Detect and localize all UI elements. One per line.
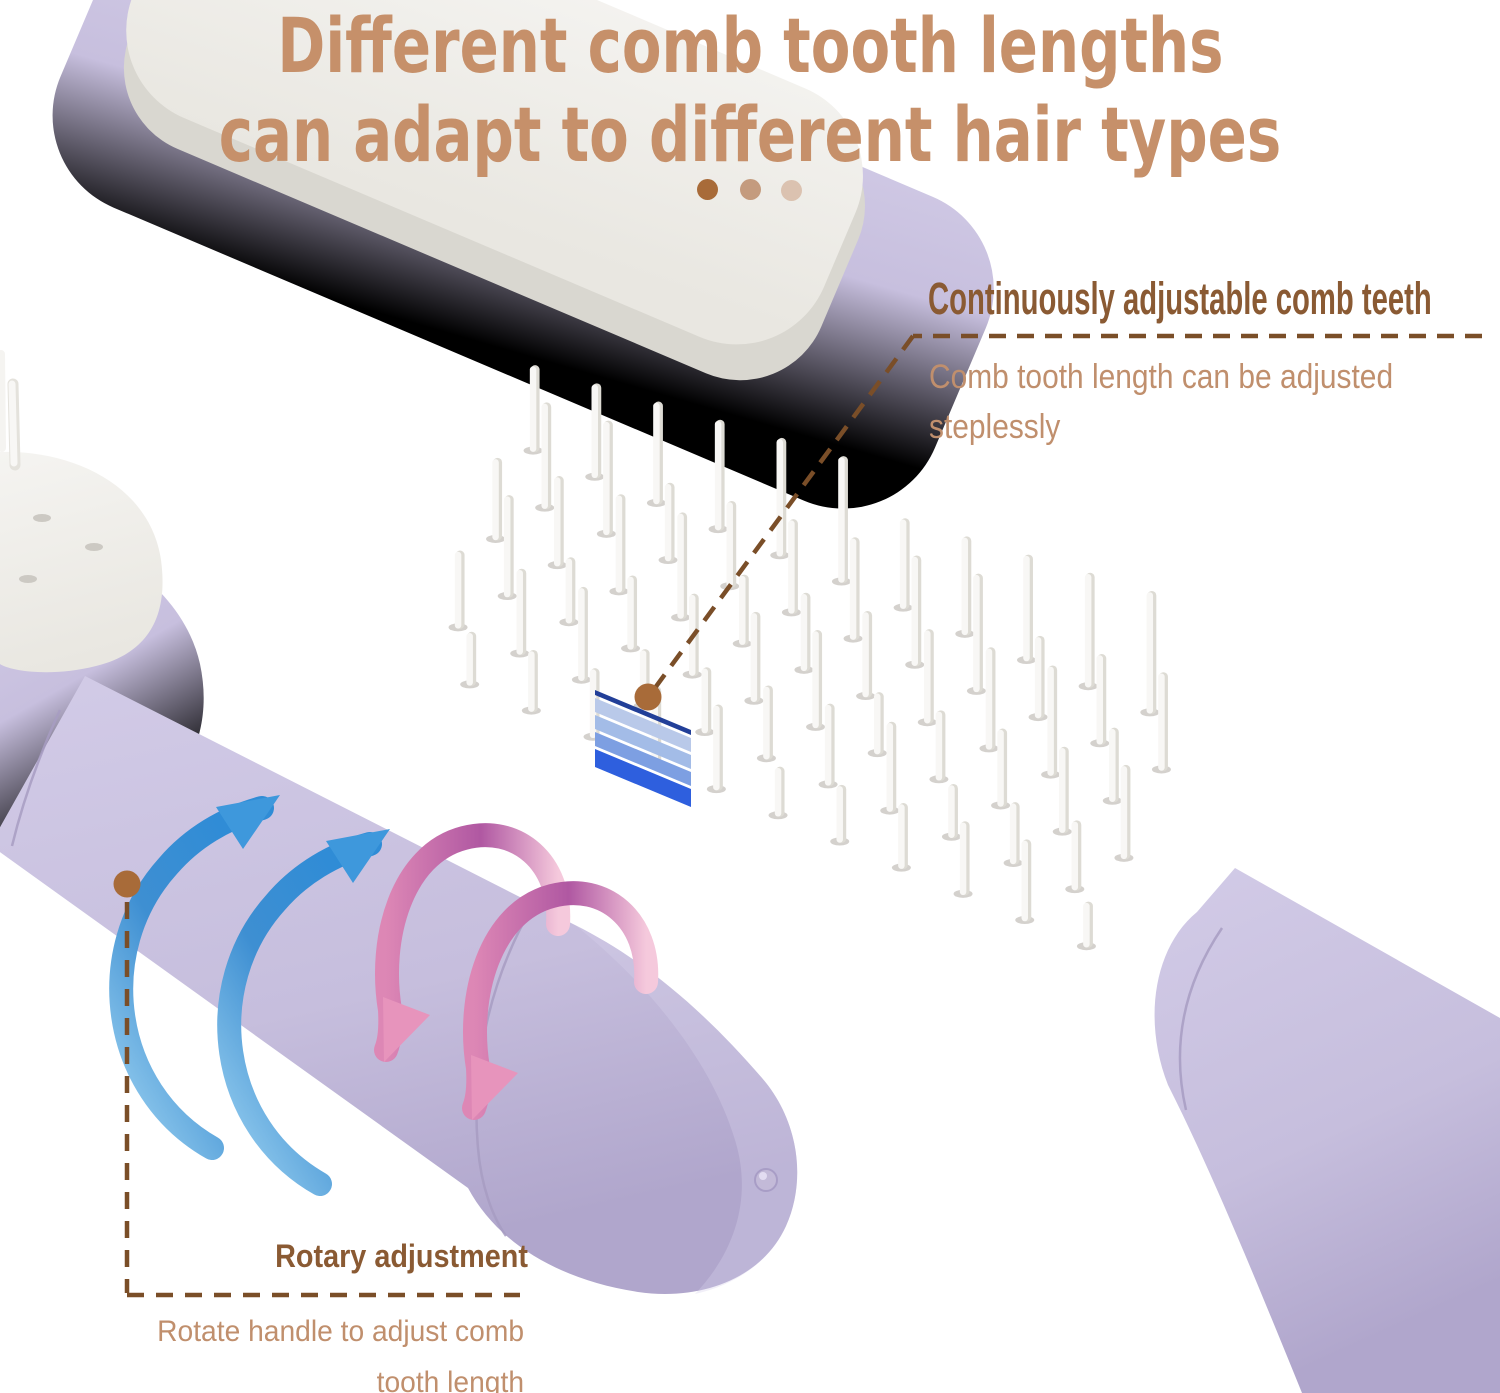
- main-handle-neck-seam: [1178, 927, 1224, 1111]
- pad-top-face: [126, 0, 863, 345]
- page-title-line2: can adapt to different hair types: [218, 90, 1282, 179]
- leader-dot-rotary: [113, 870, 141, 898]
- main-brush: [52, 0, 1500, 1393]
- pin-hole: [19, 575, 37, 583]
- cap-dimple-highlight: [759, 1172, 767, 1180]
- decor-dot-1: [697, 179, 718, 200]
- leader-lines: [124, 333, 1482, 1298]
- left-brush-pad-corner: [0, 451, 163, 673]
- page-title-line1: Different comb tooth lengths: [276, 1, 1224, 90]
- pin-hole: [33, 514, 51, 522]
- comb-pin: [8, 380, 18, 467]
- callout-rotary-body: Rotate handle to adjust comb tooth lengt…: [157, 1315, 524, 1393]
- decor-dot-3: [781, 180, 802, 201]
- blue-stripe-level-indicator: [595, 690, 691, 807]
- leader-dot-comb-teeth: [634, 683, 662, 711]
- handle-neck-seam: [10, 709, 62, 847]
- main-brush-handle: [1154, 868, 1500, 1393]
- rotary-cap-sheen: [575, 925, 798, 1294]
- pink-rotation-arrows-icon: [374, 823, 659, 1120]
- decor-dot-2: [740, 179, 761, 200]
- callout-rotary-heading: Rotary adjustment: [275, 1238, 528, 1274]
- callout-comb-teeth-body: Comb tooth length can be adjusted steple…: [929, 358, 1394, 446]
- callout-comb-teeth-heading: Continuously adjustable comb teeth: [928, 273, 1432, 324]
- comb-pin: [0, 350, 6, 452]
- blue-rotation-arrows-icon: [109, 795, 390, 1196]
- comb-teeth-field: [448, 365, 1171, 951]
- leader-line-diagonal: [650, 334, 915, 694]
- left-brush: [0, 350, 798, 1294]
- cap-dimple: [754, 1168, 778, 1192]
- pin-hole: [85, 543, 103, 551]
